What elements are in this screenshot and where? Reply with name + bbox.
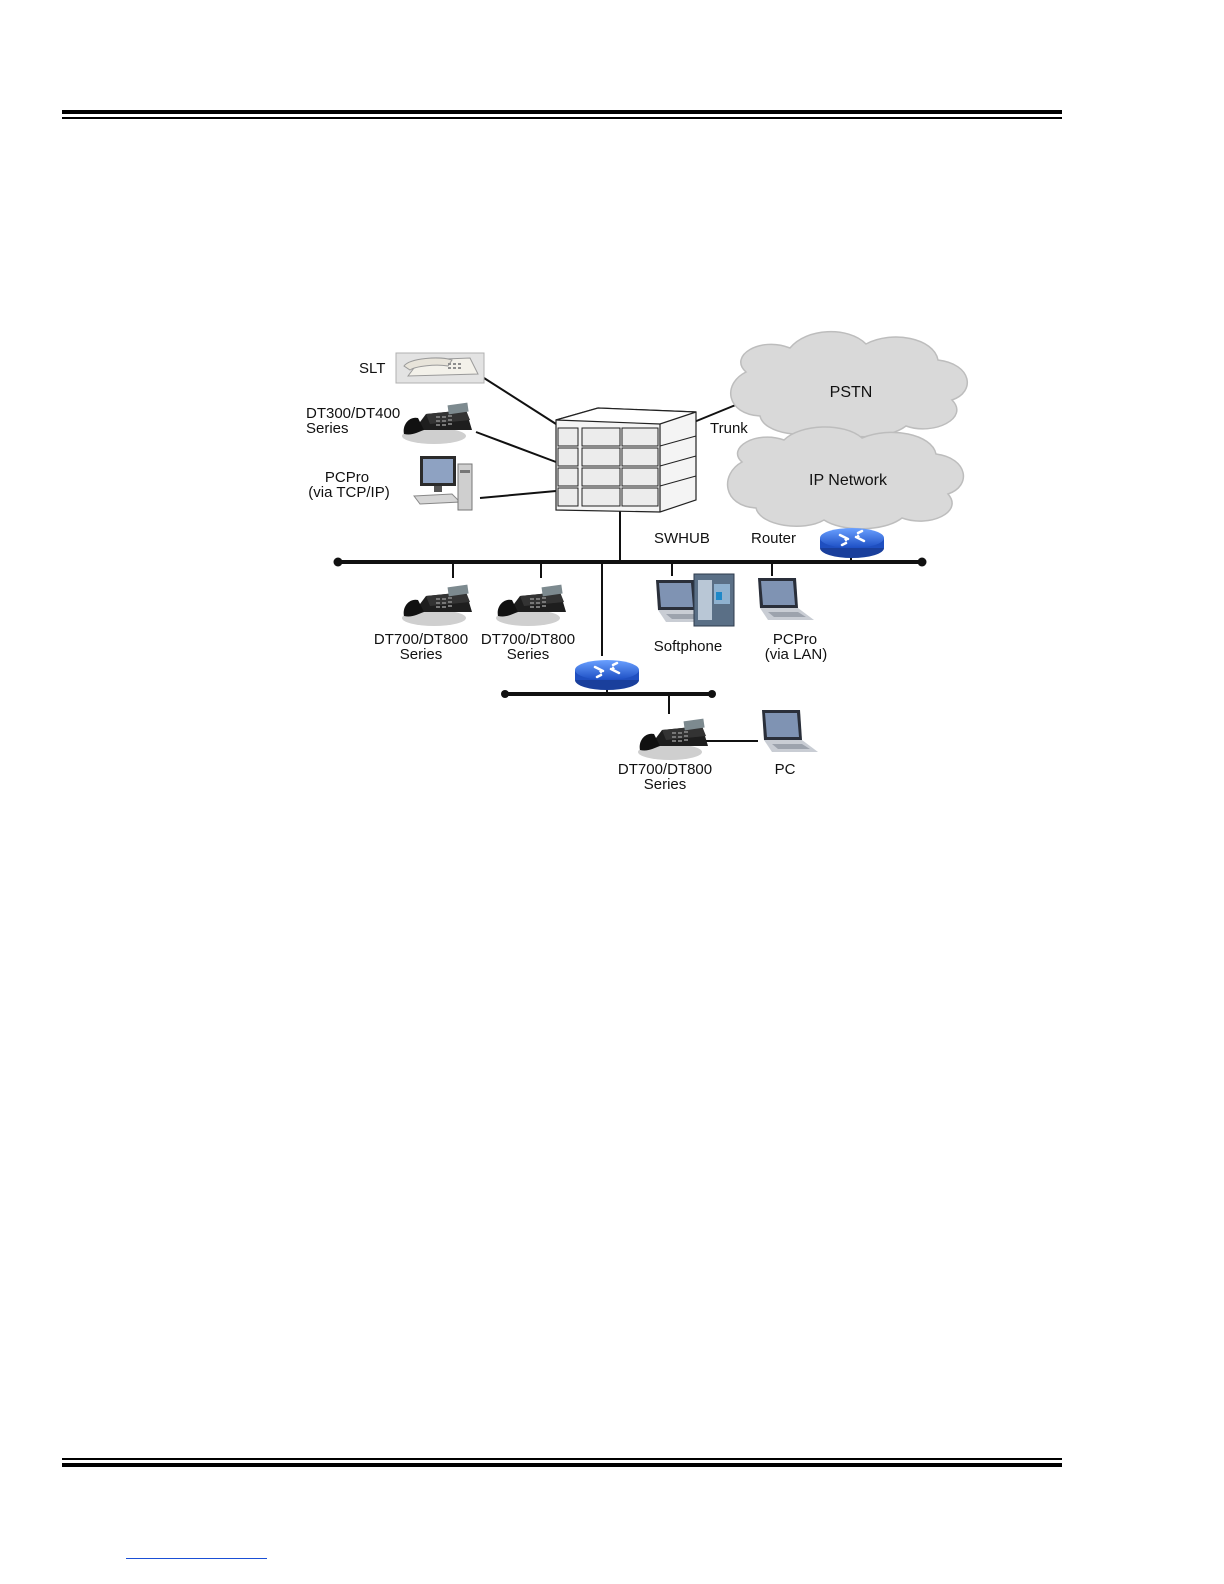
dt700-phone-icon-a [402,585,472,626]
footer-rule-thin [62,1458,1062,1460]
softphone-icon [656,574,734,626]
desktop-computer-icon [414,456,472,510]
pstn-label: PSTN [830,384,873,401]
ip-network-label: IP Network [809,472,888,489]
router-icon-lower [575,660,639,690]
router-label: Router [751,530,796,547]
dt700-phone-icon-c [638,719,708,760]
swhub-label: SWHUB [654,530,710,547]
slt-phone-icon [396,353,484,383]
dt700-phone-icon-b [496,585,566,626]
slt-label: SLT [359,360,385,377]
dt700-c-label-line2: Series [644,776,687,793]
footer-link[interactable] [126,1558,267,1559]
softphone-label: Softphone [654,638,722,655]
router-icon-upper [820,528,884,558]
pbx-chassis [556,408,696,512]
lan-bus-main [334,558,927,567]
pc-laptop-icon [762,710,818,752]
pc-label: PC [775,761,796,778]
trunk-label: Trunk [710,420,748,437]
pcpro-lan-laptop-icon [758,578,814,620]
dt700-b-label-line2: Series [507,646,550,663]
network-diagram: PSTN IP Network [0,0,1224,850]
pcpro-lan-label-line2: (via LAN) [765,646,828,663]
dt300-label-line2: Series [306,420,349,437]
lan-bus-lower [501,690,716,698]
footer-rule-thick [62,1463,1062,1467]
dt700-a-label-line2: Series [400,646,443,663]
dt300-phone-icon [402,403,472,444]
pcpro-tcp-label-line2: (via TCP/IP) [308,484,389,501]
